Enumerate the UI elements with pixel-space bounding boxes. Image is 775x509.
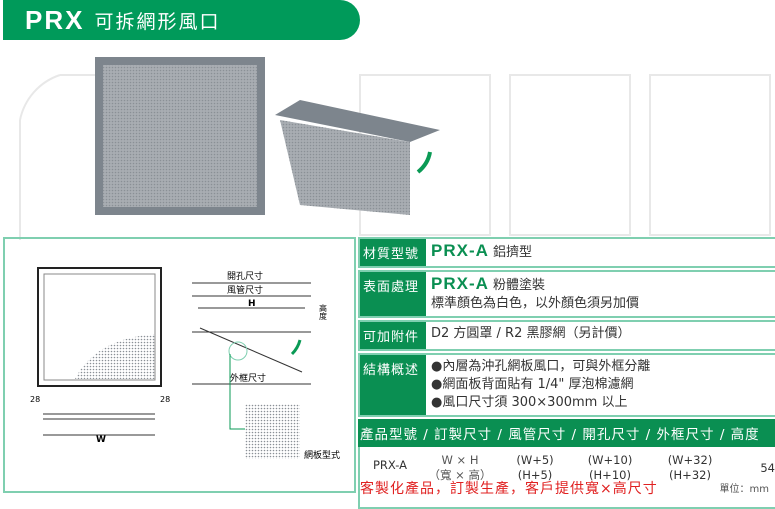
spec-label: 材質型號 xyxy=(360,239,426,266)
spec-value: 鋁擠型 xyxy=(493,245,533,260)
height-label: 高度 xyxy=(319,303,328,321)
side-section-drawing xyxy=(192,282,311,430)
product-name: 可拆網形風口 xyxy=(94,10,221,33)
spec-value: D2 方圓罩 / R2 黑膠網（另計價） xyxy=(431,326,631,341)
spec-value: ●內層為沖孔網板風口，可與外框分離 xyxy=(431,359,651,374)
hole-h: (H+10) xyxy=(589,468,631,482)
h-label: H xyxy=(248,299,256,309)
grille-front-photo xyxy=(95,57,265,215)
size-table-header: 產品型號 / 訂製尺寸 / 風管尺寸 / 開孔尺寸 / 外框尺寸 / 高度 xyxy=(358,419,775,447)
duct-size-label: 風管尺寸 xyxy=(227,284,263,296)
duct-h: (H+5) xyxy=(517,468,553,482)
spec-row-finish: 表面處理 PRX-A 粉體塗裝標準顏色為白色，以外顏色須另加價 xyxy=(358,270,775,318)
frame-w: (W+32) xyxy=(667,453,713,467)
spec-value: ●風口尺寸須 300×300mm 以上 xyxy=(431,395,628,410)
spec-value: ●網面板背面貼有 1/4" 厚泡棉濾網 xyxy=(431,377,634,392)
margin-right-label: 28 xyxy=(160,395,170,404)
model-cell: PRX-A xyxy=(373,458,407,472)
front-view-drawing xyxy=(37,267,162,387)
spec-label: 結構概述 xyxy=(360,355,426,415)
unit-label: 單位：mm xyxy=(719,484,769,495)
product-photos xyxy=(19,57,771,240)
mesh-sample xyxy=(245,404,300,459)
spec-row-material: 材質型號 PRX-A 鋁擠型 xyxy=(358,237,775,268)
custom-size: W × H xyxy=(441,453,479,467)
bottom-section-drawing xyxy=(43,413,155,436)
spec-value: 標準顏色為白色，以外顏色須另加價 xyxy=(431,296,640,311)
spec-row-structure: 結構概述 ●內層為沖孔網板風口，可與外框分離 ●網面板背面貼有 1/4" 厚泡棉濾網… xyxy=(358,353,775,417)
frame-size-label: 外框尺寸 xyxy=(230,372,266,384)
grille-open-photo xyxy=(275,100,440,215)
height-cell: 54 xyxy=(760,461,775,475)
duct-w: (W+5) xyxy=(516,453,554,467)
spec-row-accessories: 可加附件 D2 方圓罩 / R2 黑膠網（另計價） xyxy=(358,320,775,351)
model: PRX-A xyxy=(431,241,489,260)
hole-size-label: 開孔尺寸 xyxy=(227,270,263,282)
open-arrow-icon xyxy=(416,151,432,174)
custom-size-note: （寬 × 高） xyxy=(428,468,492,482)
drawing-panel: 28 28 W 開孔尺寸 風管尺寸 H 高度 外框尺寸 網板型式 xyxy=(3,237,356,493)
custom-note: 客製化產品，訂製生產，客戶提供寬×高尺寸 xyxy=(360,481,658,497)
spec-table: 材質型號 PRX-A 鋁擠型 表面處理 PRX-A 粉體塗裝標準顏色為白色，以外顏色… xyxy=(358,237,775,509)
mesh-type-label: 網板型式 xyxy=(304,449,340,461)
product-code: PRX xyxy=(25,4,85,35)
title-banner: PRX 可拆網形風口 xyxy=(3,0,360,40)
margin-left-label: 28 xyxy=(30,395,40,404)
spec-label: 可加附件 xyxy=(360,322,426,349)
w-label: W xyxy=(96,435,106,445)
frame-h: (H+32) xyxy=(669,468,711,482)
spec-label: 表面處理 xyxy=(360,272,426,316)
open-arrow-icon xyxy=(290,339,302,356)
spec-value: 粉體塗裝 xyxy=(493,278,546,293)
model: PRX-A xyxy=(431,274,489,293)
hole-w: (W+10) xyxy=(587,453,633,467)
